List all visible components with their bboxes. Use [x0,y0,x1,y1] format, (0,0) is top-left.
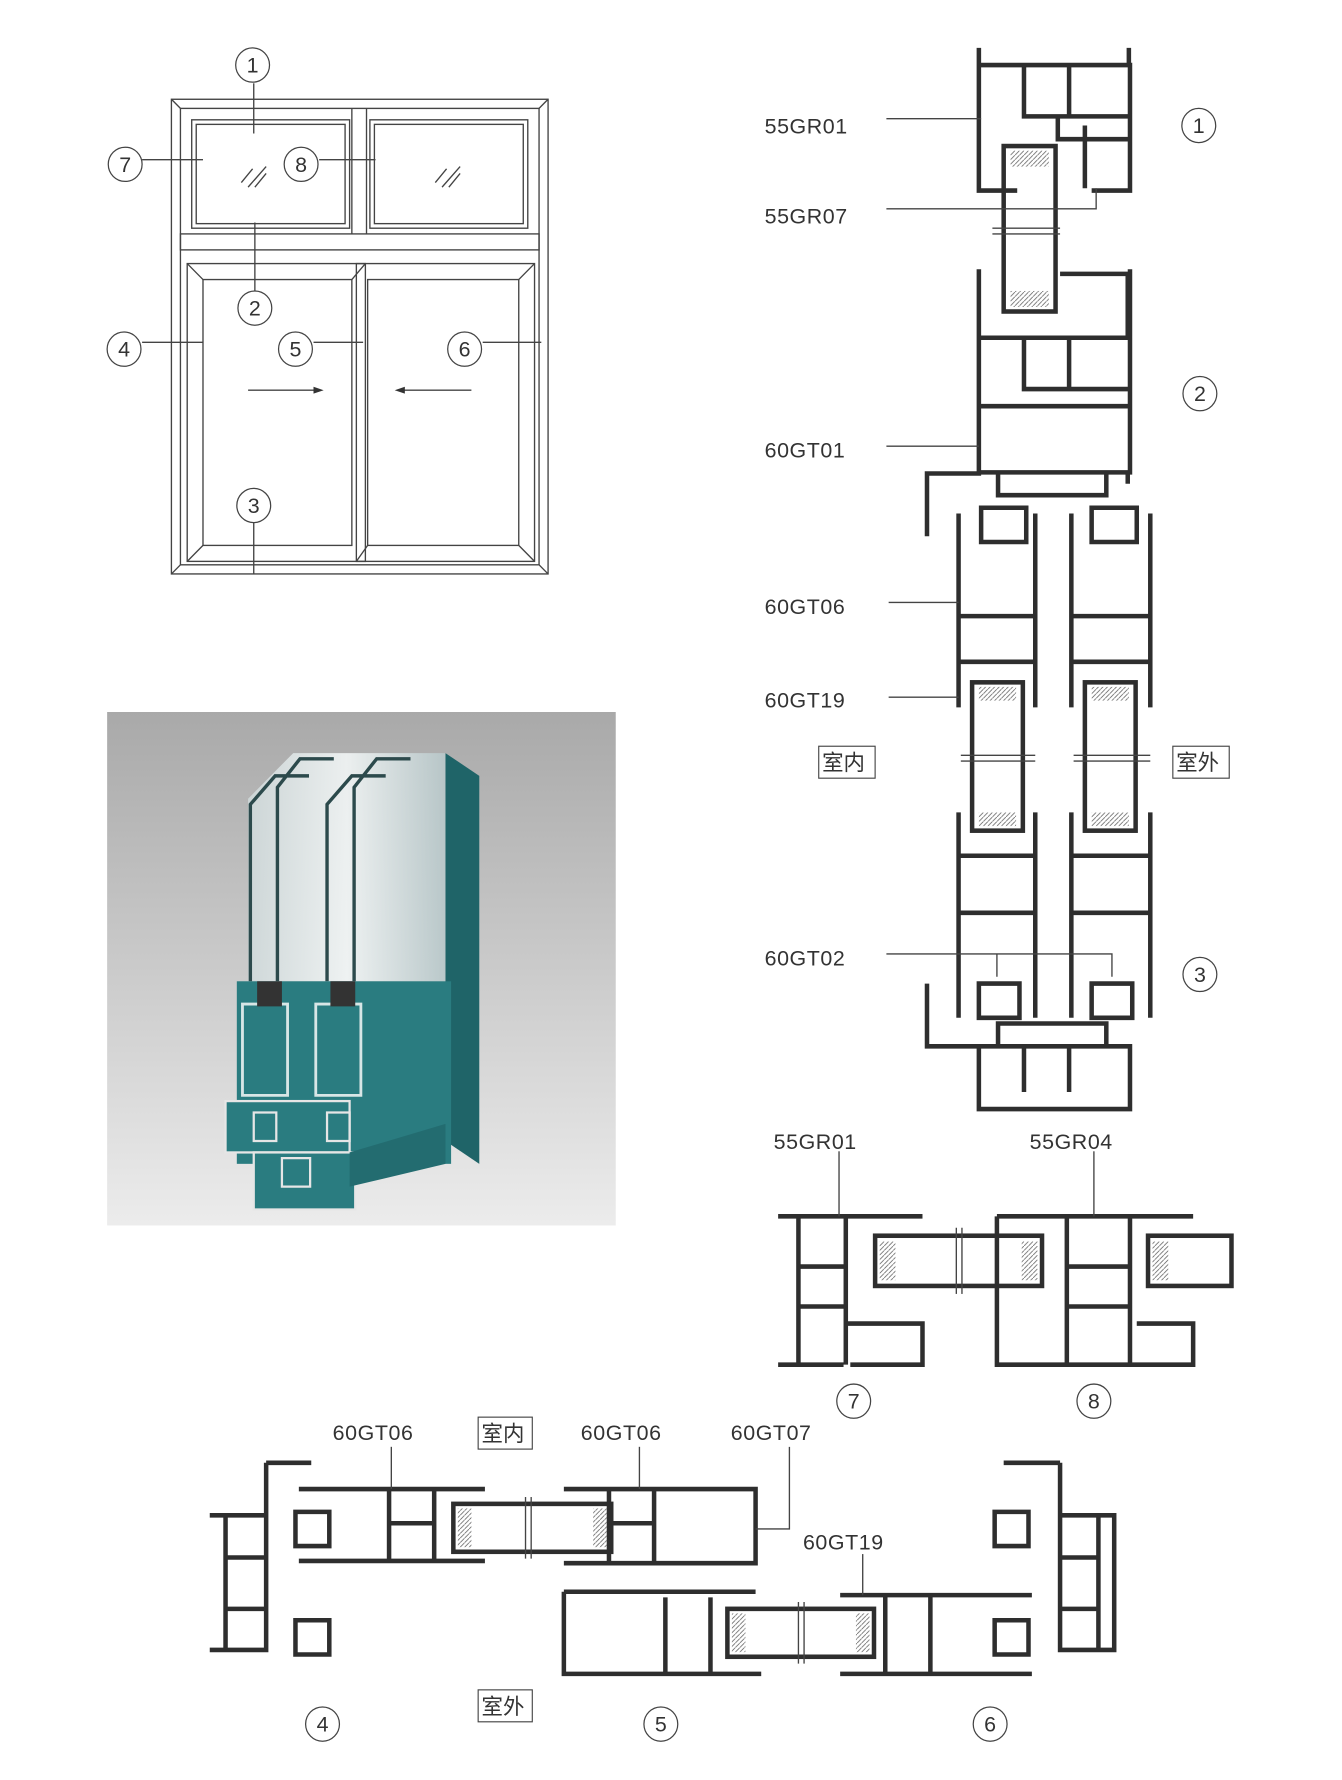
outdoor-label: 室外 [1176,751,1219,776]
callout-5: 5 [277,331,314,367]
profile-3d-render [107,712,616,1226]
vertical-section: 55GR01 55GR07 60GT01 60GT06 60GT19 60GT0… [765,47,1230,1112]
label-60GT01: 60GT01 [765,437,846,462]
svg-text:3: 3 [1194,962,1206,987]
callout-7: 7 [836,1383,872,1419]
callout-2: 2 [237,290,273,326]
callout-8: 8 [283,146,319,183]
label-60GT07: 60GT07 [731,1420,812,1445]
callout-4: 4 [304,1706,341,1742]
svg-text:5: 5 [655,1712,667,1737]
svg-text:8: 8 [295,152,307,177]
label-55GR01: 55GR01 [765,113,848,138]
label-60GT19: 60GT19 [803,1529,884,1554]
callout-2: 2 [1182,375,1218,412]
label-60GT02: 60GT02 [765,945,846,970]
svg-text:1: 1 [247,52,259,77]
window-elevation: 1 7 8 2 4 5 6 3 [106,47,549,575]
label-60GT19: 60GT19 [765,687,846,712]
svg-text:7: 7 [119,152,131,177]
label-60GT06-right: 60GT06 [581,1420,662,1445]
svg-text:2: 2 [249,296,261,321]
mullion-section: 55GR01 55GR04 7 8 [774,1129,1234,1419]
svg-text:4: 4 [118,337,130,362]
label-55GR01: 55GR01 [774,1129,857,1154]
callout-6: 6 [447,331,483,367]
callout-3: 3 [236,487,272,524]
indoor-label: 室内 [482,1422,525,1447]
svg-text:3: 3 [248,493,260,518]
callout-1: 1 [1181,107,1217,144]
svg-text:8: 8 [1088,1389,1100,1414]
callout-8: 8 [1076,1383,1112,1419]
label-55GR04: 55GR04 [1030,1129,1113,1154]
label-60GT06-left: 60GT06 [333,1420,414,1445]
callout-6: 6 [972,1706,1008,1742]
svg-text:5: 5 [290,337,302,362]
callout-5: 5 [643,1706,679,1742]
label-60GT06: 60GT06 [765,594,846,619]
horizontal-section: 60GT06 60GT06 60GT07 60GT19 室内 室外 4 5 6 [209,1416,1117,1742]
svg-text:7: 7 [848,1389,860,1414]
svg-text:6: 6 [984,1712,996,1737]
indoor-label: 室内 [822,751,865,776]
outdoor-label: 室外 [482,1695,525,1720]
label-55GR07: 55GR07 [765,204,848,229]
svg-text:2: 2 [1194,381,1206,406]
svg-text:4: 4 [317,1712,329,1737]
callout-7: 7 [107,146,143,183]
callout-3: 3 [1182,956,1218,993]
callout-1: 1 [235,47,271,83]
svg-text:6: 6 [459,337,471,362]
callout-4: 4 [106,331,142,367]
svg-text:1: 1 [1193,113,1205,138]
